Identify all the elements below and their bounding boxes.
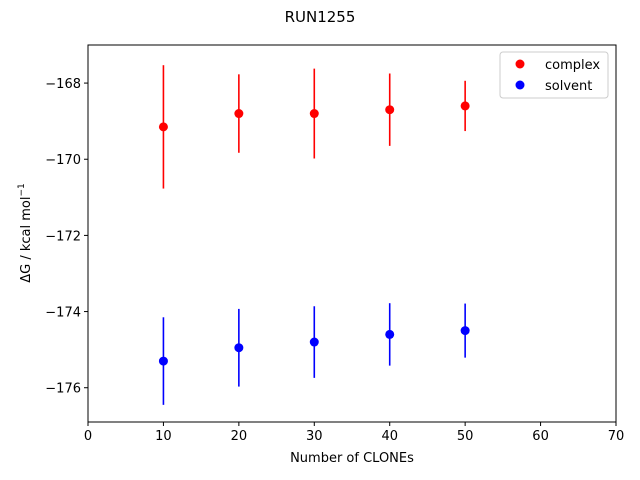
y-axis-label-superscript: −1: [17, 183, 27, 196]
x-axis: 0 10 20 30 40 50 60 70: [84, 422, 624, 444]
y-tick-label: −172: [45, 229, 81, 244]
legend: complex solvent: [499, 51, 609, 99]
complex-point: [158, 122, 168, 132]
solvent-point: [385, 329, 395, 339]
x-axis-label: Number of CLONEs: [290, 451, 414, 466]
complex-point: [460, 101, 470, 111]
legend-label-complex: complex: [545, 58, 600, 73]
y-tick-label: −176: [45, 382, 81, 397]
complex-point: [234, 109, 244, 119]
y-axis-label: ΔG / kcal mol−1: [17, 183, 34, 283]
solvent-point: [158, 356, 168, 366]
y-axis-label-text: ΔG / kcal mol: [19, 197, 34, 283]
data-marks: [158, 65, 470, 405]
y-tick-label: −170: [45, 153, 81, 168]
x-tick-label: 60: [532, 429, 549, 444]
complex-point: [385, 105, 395, 115]
solvent-point: [460, 326, 470, 336]
legend-marker-solvent: [515, 80, 525, 90]
y-tick-label: −168: [45, 77, 81, 92]
solvent-point: [309, 337, 319, 347]
plot-area: [87, 44, 617, 423]
x-tick-label: 70: [608, 429, 625, 444]
x-tick-label: 40: [381, 429, 398, 444]
y-tick-label: −174: [45, 306, 81, 321]
x-tick-label: 20: [231, 429, 248, 444]
chart-title: RUN1255: [285, 8, 356, 26]
x-tick-label: 10: [155, 429, 172, 444]
legend-label-solvent: solvent: [545, 79, 592, 94]
x-tick-label: 50: [457, 429, 474, 444]
x-tick-label: 0: [84, 429, 92, 444]
legend-frame: [499, 51, 609, 99]
complex-point: [309, 109, 319, 119]
solvent-point: [234, 343, 244, 353]
x-tick-label: 30: [306, 429, 323, 444]
legend-marker-complex: [515, 59, 525, 69]
y-axis: −168 −170 −172 −174 −176: [45, 77, 88, 397]
